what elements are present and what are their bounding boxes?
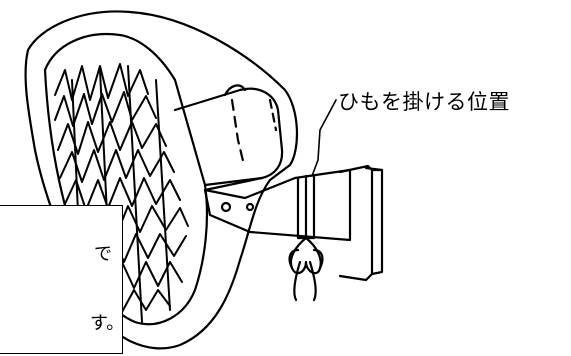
housing-knob (223, 84, 247, 97)
string-wrap (296, 174, 316, 240)
note-box: で す。 (0, 205, 125, 354)
note-line-2: す。 (90, 313, 125, 334)
motor-housing (173, 87, 284, 192)
pivot-screw (220, 201, 232, 213)
mounting-bracket (338, 164, 374, 282)
cord-guide (230, 98, 246, 167)
note-line-1: で (94, 244, 112, 265)
fan-cover-outline (24, 10, 298, 350)
callout-label: ひもを掛ける位置 (338, 90, 510, 114)
mount-arm (203, 168, 352, 242)
callout-leader-line (311, 99, 337, 177)
string-knot (289, 236, 322, 275)
